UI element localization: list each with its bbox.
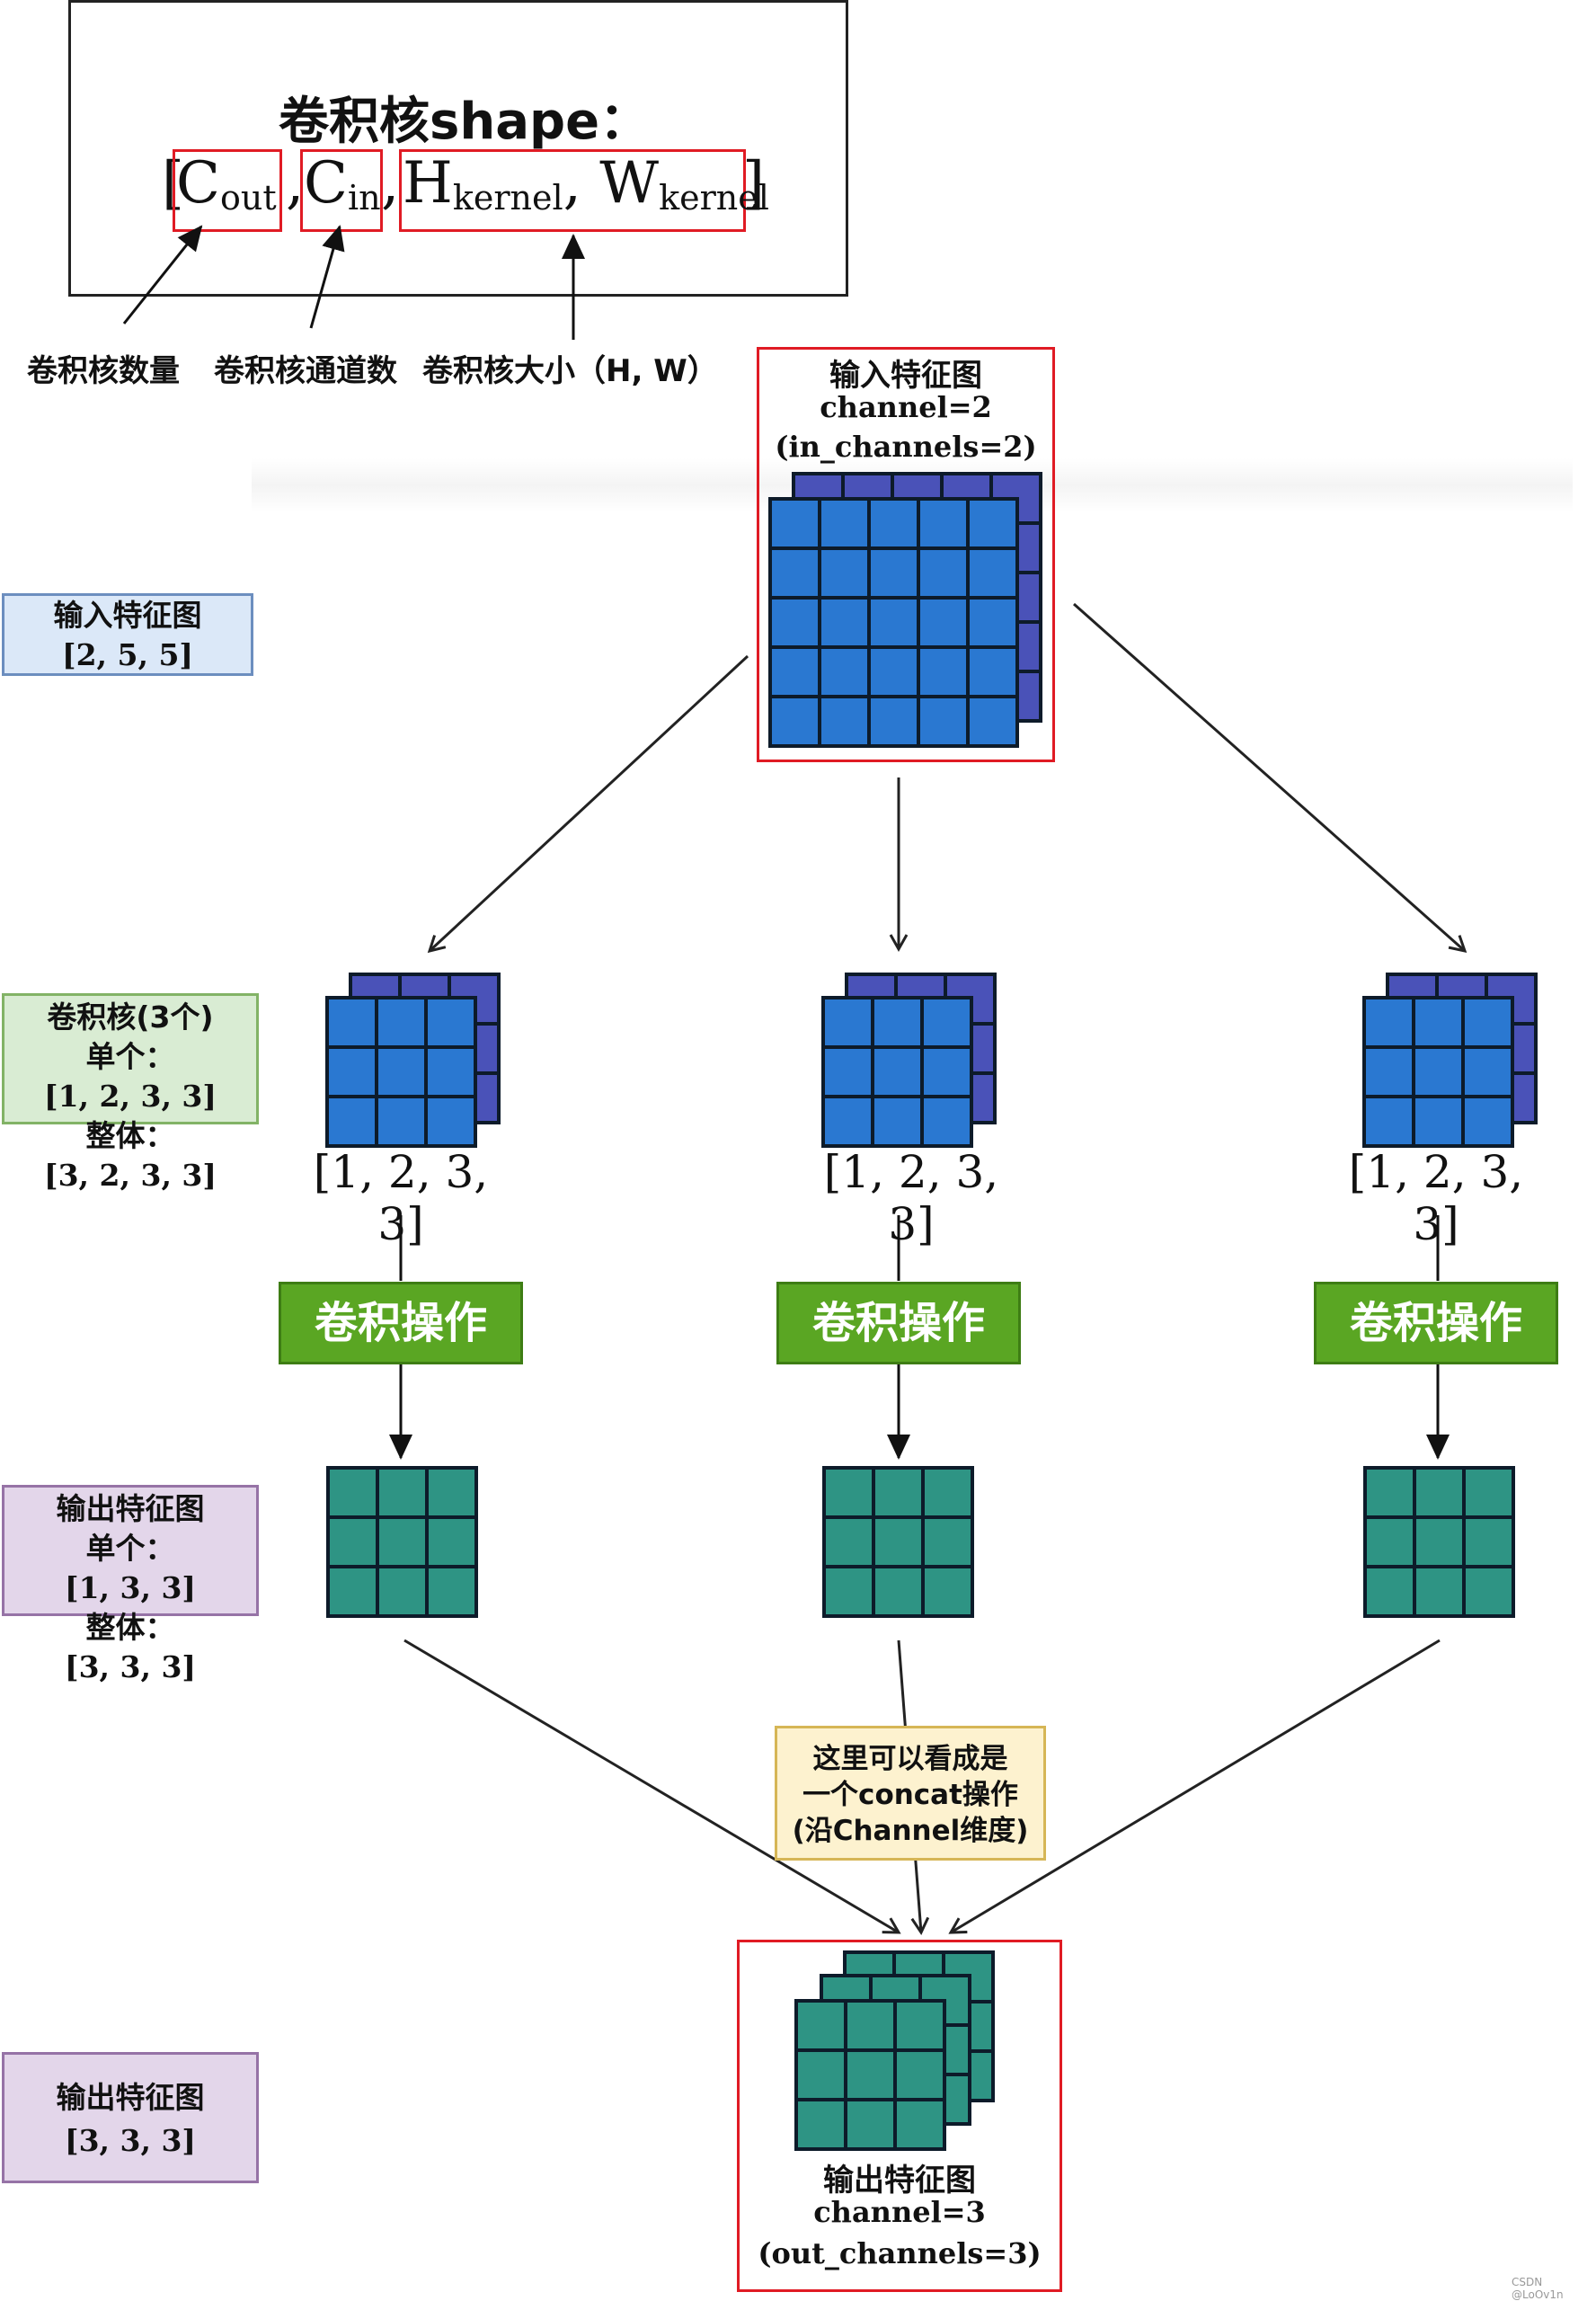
kernel-1-grid xyxy=(325,973,501,1148)
legend-input: 输入特征图 [2, 5, 5] xyxy=(2,593,253,676)
output-feature-map-box xyxy=(737,1940,1062,2292)
kernel-3-grid-front-body xyxy=(1362,996,1514,1148)
concat-note-line1: 这里可以看成是 xyxy=(812,1743,1008,1775)
output-feature-map-grid xyxy=(794,1950,995,2151)
conv-op-1: 卷积操作 xyxy=(279,1282,523,1364)
kernel-3-shape-label: [1, 2, 3, 3] xyxy=(1348,1146,1524,1250)
kernel-shape-box xyxy=(68,0,848,297)
arrow-output-1-to-concat xyxy=(403,1639,901,1934)
comma-2: , xyxy=(381,150,400,217)
conv-op-2: 卷积操作 xyxy=(776,1282,1021,1364)
output-out-channels-label: (out_channels=3) xyxy=(758,2236,1042,2270)
output-channel-label: channel=3 xyxy=(813,2195,986,2229)
output-feature-map-title: 输出特征图 xyxy=(823,2163,976,2199)
input-channel-1 xyxy=(768,497,1019,748)
arrow-input-to-kernel-1 xyxy=(427,654,749,954)
c-out-term: Cout xyxy=(176,150,277,218)
arrow-annotation-channels xyxy=(309,225,345,329)
kernel-2-grid xyxy=(821,973,997,1148)
input-feature-map-box xyxy=(757,347,1055,762)
annotation-kernel-size: 卷积核大小（H, W） xyxy=(422,353,718,389)
output-channel-1-body xyxy=(794,1999,946,2151)
input-in-channels-label: (in_channels=2) xyxy=(775,430,1037,464)
comma-1: , xyxy=(286,150,305,217)
output-3-grid xyxy=(1363,1466,1515,1618)
annotation-kernel-channels: 卷积核通道数 xyxy=(214,353,397,389)
output-1-grid-body xyxy=(326,1466,478,1618)
kernel-2-grid-front-body xyxy=(821,996,973,1148)
concat-note-line2: 一个concat操作 xyxy=(802,1779,1018,1811)
h-w-highlight xyxy=(399,149,746,232)
arrow-annotation-count xyxy=(122,225,203,324)
output-2-grid xyxy=(822,1466,974,1618)
output-2-grid-body xyxy=(822,1466,974,1618)
output-1-grid xyxy=(326,1466,478,1618)
output-3-grid-body xyxy=(1363,1466,1515,1618)
annotation-kernel-count: 卷积核数量 xyxy=(27,353,180,389)
formula-close-bracket: ] xyxy=(742,150,765,217)
c-in-term: Cin xyxy=(304,150,381,218)
concat-note-line3: (沿Channel维度) xyxy=(792,1815,1029,1847)
c-out-highlight xyxy=(173,149,282,232)
output-channel-1 xyxy=(794,1999,946,2151)
arrow-output-3-to-concat xyxy=(948,1639,1441,1934)
kernel-2-shape-label: [1, 2, 3, 3] xyxy=(823,1146,999,1250)
kernel-1-grid-front-body xyxy=(325,996,477,1148)
input-feature-map-grid xyxy=(768,472,1042,748)
legend-output-final: 输出特征图 [3, 3, 3] xyxy=(2,2052,259,2183)
arrow-input-to-kernel-3 xyxy=(1073,602,1467,954)
input-channel-1-body xyxy=(768,497,1019,748)
h-w-term: Hkernel, Wkernel xyxy=(403,150,769,218)
input-feature-map-title: 输入特征图 xyxy=(829,358,982,394)
kernel-3-grid xyxy=(1362,973,1538,1148)
watermark: CSDN @LoOv1n xyxy=(1512,2276,1564,2301)
legend-output-each: 输出特征图 单个：[1, 3, 3] 整体：[3, 3, 3] xyxy=(2,1485,259,1684)
concat-note: 这里可以看成是 一个concat操作 (沿Channel维度) xyxy=(775,1726,1046,1861)
kernel-shape-title: 卷积核shape： xyxy=(279,93,651,151)
input-channel-label: channel=2 xyxy=(820,390,992,424)
kernel-1-shape-label: [1, 2, 3, 3] xyxy=(313,1146,489,1250)
legend-kernels: 卷积核(3个) 单个：[1, 2, 3, 3] 整体：[3, 2, 3, 3] xyxy=(2,993,259,1193)
conv-op-3: 卷积操作 xyxy=(1314,1282,1558,1364)
